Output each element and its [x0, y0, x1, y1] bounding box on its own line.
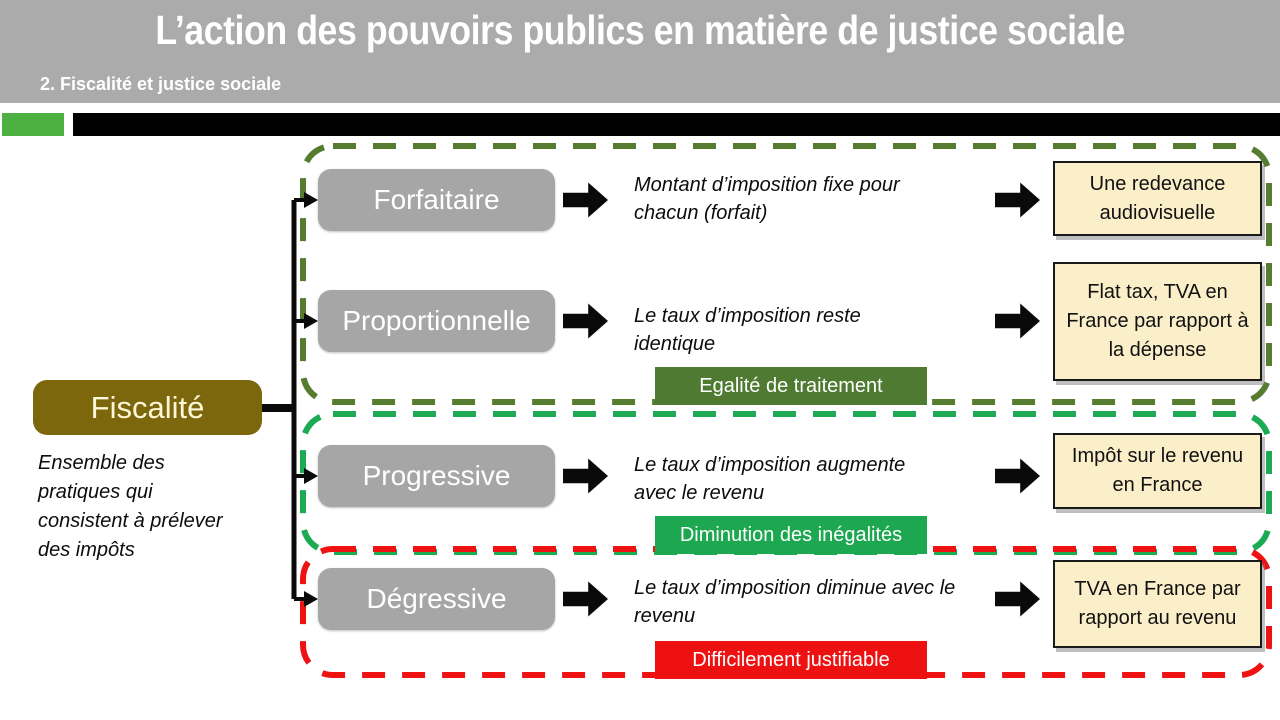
type-box-degressive: Dégressive	[318, 568, 555, 630]
header-band: L’action des pouvoirs publics en matière…	[0, 0, 1280, 103]
type-box-proportionnelle: Proportionnelle	[318, 290, 555, 352]
description-degressive: Le taux d’imposition diminue avec le rev…	[634, 577, 956, 627]
badge-difficilement-justifiable: Difficilement justifiable	[655, 641, 927, 679]
badge-diminution-des-inegalites: Diminution des inégalités	[655, 516, 927, 554]
root-node-fiscalite: Fiscalité	[33, 380, 262, 435]
description-progressive: Le taux d’imposition augmente avec le re…	[634, 454, 906, 504]
description-proportionnelle: Le taux d’imposition reste identique	[634, 305, 861, 355]
accent-black-bar	[73, 113, 1280, 136]
example-box-forfaitaire: Une redevance audiovisuelle	[1053, 161, 1262, 236]
accent-green-block	[2, 113, 64, 136]
description-forfaitaire: Montant d’imposition fixe pour chacun (f…	[634, 174, 900, 224]
arrowhead-icon	[304, 468, 318, 484]
page-title: L’action des pouvoirs publics en matière…	[0, 0, 1280, 54]
page-title-text: L’action des pouvoirs publics en matière…	[155, 7, 1125, 53]
type-box-forfaitaire: Forfaitaire	[318, 169, 555, 231]
page-subtitle: 2. Fiscalité et justice sociale	[40, 74, 282, 94]
example-box-progressive: Impôt sur le revenu en France	[1053, 433, 1262, 509]
arrowhead-icon	[304, 591, 318, 607]
arrowhead-icon	[304, 192, 318, 208]
example-box-proportionnelle: Flat tax, TVA en France par rapport à la…	[1053, 262, 1262, 381]
root-definition: Ensemble des pratiques qui consistent à …	[38, 452, 223, 561]
arrowhead-icon	[304, 313, 318, 329]
example-box-degressive: TVA en France par rapport au revenu	[1053, 560, 1262, 648]
badge-egalite-de-traitement: Egalité de traitement	[655, 367, 927, 405]
type-box-progressive: Progressive	[318, 445, 555, 507]
connector-tree	[262, 192, 318, 607]
